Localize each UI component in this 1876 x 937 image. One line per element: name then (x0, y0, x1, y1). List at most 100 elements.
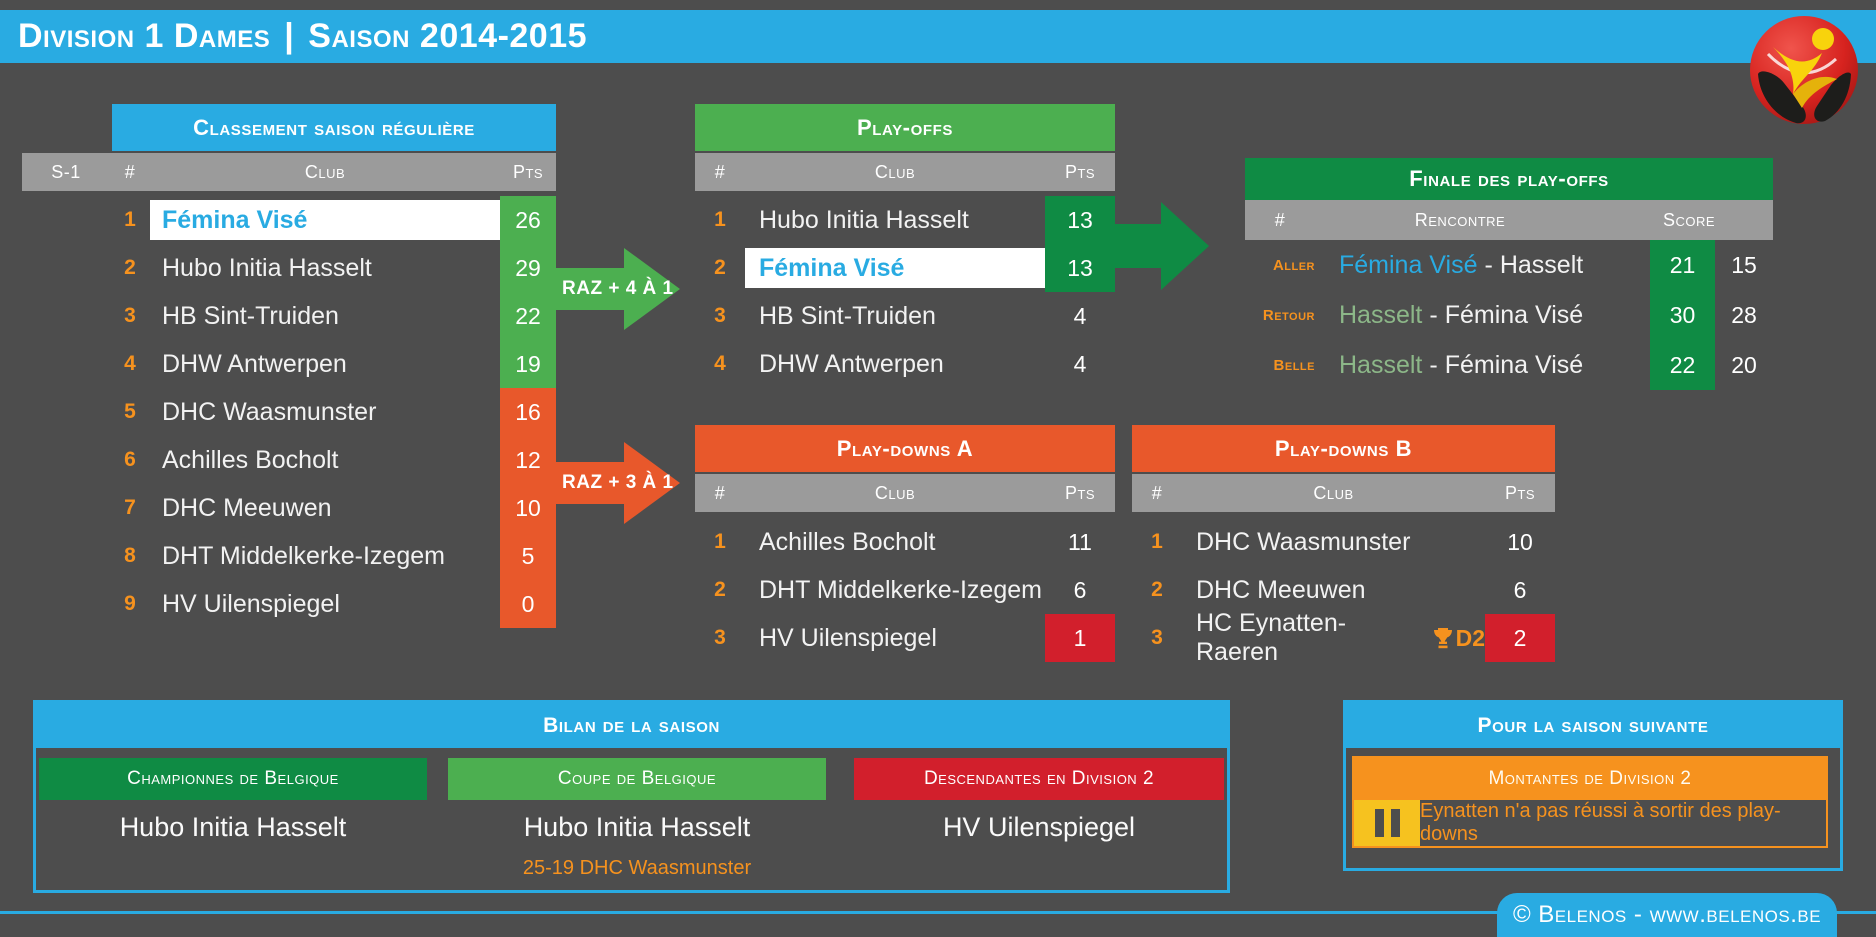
col-club: Club (1313, 482, 1354, 503)
points: 4 (1073, 302, 1087, 329)
finale-arrow-head (1161, 202, 1209, 290)
rank: 1 (714, 208, 726, 231)
credit-badge: © Belenos - www.belenos.be (1497, 893, 1837, 937)
finale-header: # Rencontre Score (1245, 200, 1773, 240)
points: 2 (1485, 614, 1555, 662)
team-separator: - (1429, 300, 1438, 329)
col-match: Rencontre (1414, 209, 1506, 230)
col-club: Club (874, 161, 916, 182)
points: 10 (500, 484, 556, 532)
points: 22 (500, 292, 556, 340)
home-score: 30 (1650, 290, 1715, 340)
club-name: HB Sint-Truiden (759, 301, 936, 330)
table-row: 8 DHT Middelkerke-Izegem 5 (22, 532, 556, 580)
points: 11 (1068, 528, 1092, 555)
badge-text: D2 (1455, 624, 1485, 651)
rank: 1 (124, 208, 136, 231)
promoted-label: Montantes de Division 2 (1354, 758, 1826, 800)
rank: 4 (714, 352, 726, 375)
rank: 8 (124, 544, 136, 567)
club-name: Fémina Visé (745, 248, 1045, 288)
team-separator: - (1429, 350, 1438, 379)
home-score: 22 (1650, 340, 1715, 390)
relegated-label: Descendantes en Division 2 (854, 758, 1224, 800)
regular-season-title: Classement saison régulière (112, 104, 556, 151)
club-name: Achilles Bocholt (162, 445, 339, 474)
rank: 2 (714, 256, 726, 279)
rank: 9 (124, 592, 136, 615)
points: 0 (500, 580, 556, 628)
cup-final-score: 25-19 DHC Waasmunster (522, 857, 752, 879)
rank: 3 (714, 304, 726, 327)
top-bar: Division 1 Dames|Saison 2014-2015 (0, 10, 1876, 63)
home-team: Fémina Visé (1339, 250, 1478, 279)
col-rank: # (714, 161, 726, 182)
table-row: 2 Hubo Initia Hasselt 29 (22, 244, 556, 292)
col-points: Pts (1064, 161, 1096, 182)
relegated-team: HV Uilenspiegel (942, 812, 1136, 842)
playdowns-b-header: # Club Pts (1132, 474, 1555, 512)
club-name: Achilles Bocholt (759, 527, 936, 556)
col-rank: # (714, 482, 726, 503)
finale-row-belle: Belle Hasselt-Fémina Visé 22 20 (1245, 340, 1773, 390)
champions-label: Championnes de Belgique (39, 758, 427, 800)
page-title: Division 1 Dames|Saison 2014-2015 (18, 10, 587, 63)
points: 5 (500, 532, 556, 580)
title-separator: | (284, 17, 295, 55)
finale-row-aller: Aller Fémina Visé-Hasselt 21 15 (1245, 240, 1773, 290)
table-row: 4 DHW Antwerpen 19 (22, 340, 556, 388)
playdowns-arrow-head (624, 442, 680, 524)
table-row: 1 Hubo Initia Hasselt 13 (695, 196, 1115, 244)
col-points: Pts (512, 161, 544, 182)
points: 13 (1045, 244, 1115, 292)
season-summary-title: Bilan de la saison (36, 703, 1227, 748)
rank: 3 (124, 304, 136, 327)
club-name: DHC Waasmunster (1196, 527, 1411, 556)
rank: 2 (124, 256, 136, 279)
club-name: DHW Antwerpen (162, 349, 347, 378)
rank: 2 (1151, 578, 1163, 601)
cup-team: Hubo Initia Hasselt (523, 812, 751, 842)
relegation-badge: D2 (1433, 625, 1485, 652)
playoffs-arrow-head (624, 248, 680, 330)
away-team: Fémina Visé (1444, 350, 1584, 379)
footer-line (0, 911, 1876, 914)
competition-name: Division 1 Dames (18, 17, 271, 55)
away-score: 15 (1731, 251, 1757, 278)
next-season-panel: Pour la saison suivante Montantes de Div… (1343, 700, 1843, 871)
points: 1 (1045, 614, 1115, 662)
rank: 3 (1151, 626, 1163, 649)
col-previous-season: S-1 (51, 161, 81, 182)
club-name-text: HC Eynatten-Raeren (1196, 609, 1347, 666)
playdowns-b-title: Play-downs B (1132, 425, 1555, 472)
col-number: # (1274, 209, 1286, 230)
playoffs-arrow (556, 268, 624, 310)
col-points: Pts (1504, 482, 1536, 503)
table-row: 3 HB Sint-Truiden 22 (22, 292, 556, 340)
rank: 5 (124, 400, 136, 423)
table-row: 1 Fémina Visé 26 (22, 196, 556, 244)
club-name: HB Sint-Truiden (162, 301, 339, 330)
col-club: Club (874, 482, 916, 503)
col-rank: # (1151, 482, 1163, 503)
table-row: 2 Fémina Visé 13 (695, 244, 1115, 292)
rank: 1 (1151, 530, 1163, 553)
table-row: 7 DHC Meeuwen 10 (22, 484, 556, 532)
match-teams: Hasselt-Fémina Visé (1315, 351, 1605, 380)
rank: 4 (124, 352, 136, 375)
belenos-logo (1748, 14, 1860, 126)
table-row: 1 DHC Waasmunster 10 (1132, 518, 1555, 566)
promoted-note: Eynatten n'a pas réussi à sortir des pla… (1420, 800, 1781, 845)
playdowns-arrow-label: RAZ + 3 À 1 (562, 472, 674, 493)
table-row: 2 DHT Middelkerke-Izegem 6 (695, 566, 1115, 614)
rank: 6 (124, 448, 136, 471)
club-name: Hubo Initia Hasselt (759, 205, 969, 234)
club-name: DHT Middelkerke-Izegem (162, 541, 445, 570)
playdowns-a-title: Play-downs A (695, 425, 1115, 472)
away-team: Fémina Visé (1444, 300, 1584, 329)
away-team: Hasselt (1499, 250, 1584, 279)
table-row: 2 DHC Meeuwen 6 (1132, 566, 1555, 614)
rank: 1 (714, 530, 726, 553)
rank: 3 (714, 626, 726, 649)
